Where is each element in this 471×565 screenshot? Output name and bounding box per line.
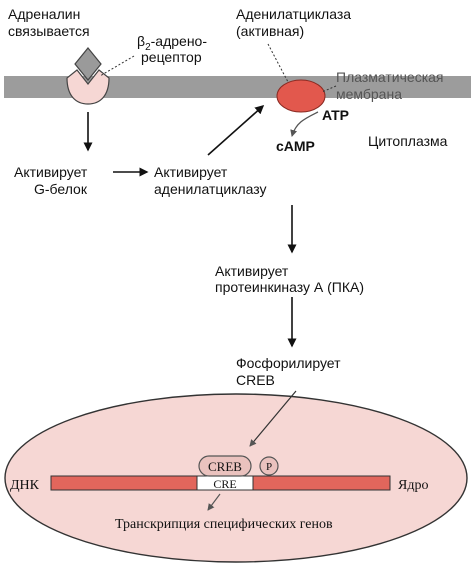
enzyme-pointer [267,43,289,83]
adrenalin-label-2: связывается [8,23,90,39]
gprotein-label-1: Активирует [14,164,88,180]
adrenalin-label-1: Адреналин [8,6,80,22]
arrow-ac-to-enzyme [207,105,265,156]
cre-label: CRE [213,477,236,491]
receptor-label-2: рецептор [141,49,202,65]
creb-phos-label-2: CREB [236,372,275,388]
gprotein-label-2: G-белок [34,181,88,197]
plasma-membrane [4,76,471,98]
atp-to-camp-arrow [290,111,319,137]
transcription-arrow [207,493,221,511]
creb-phos-label-1: Фосфорилирует [236,355,341,371]
pka-label-2: протеинкиназу А (ПКА) [215,279,364,295]
pka-label-1: Активирует [215,263,289,279]
ac-activate-label-1: Активирует [154,164,228,180]
adenylate-label-1: Аденилатциклаза [236,6,351,22]
nucleus-label: Ядро [398,478,428,493]
creb-box-label: CREB [208,459,242,474]
dna-label: ДНК [10,478,40,493]
beta2-receptor [66,69,110,105]
phosphate-label: P [266,461,272,473]
adrenalin-diamond [74,47,102,81]
ac-activate-label-2: аденилатциклазу [154,181,267,197]
dna-strand-left [50,475,198,491]
atp-label: ATP [322,107,349,123]
receptor-pointer [99,55,135,77]
cytoplasm-label: Цитоплазма [368,133,448,149]
receptor-label-1: β2-адрено- [137,33,207,53]
creb-protein [198,455,252,477]
phosphate-group [259,456,279,476]
membrane-label-2: мембрана [336,86,402,102]
arrow-creb-into-nucleus [249,390,297,447]
adenylate-cyclase-enzyme [276,79,326,113]
transcription-label: Транскрипция специфических генов [115,517,333,532]
membrane-pointer [321,85,337,93]
adenylate-label-2: (активная) [236,23,304,39]
camp-label: cAMP [276,138,315,154]
dna-strand-right [252,475,391,491]
membrane-label-1: Плазматическая [336,69,444,85]
